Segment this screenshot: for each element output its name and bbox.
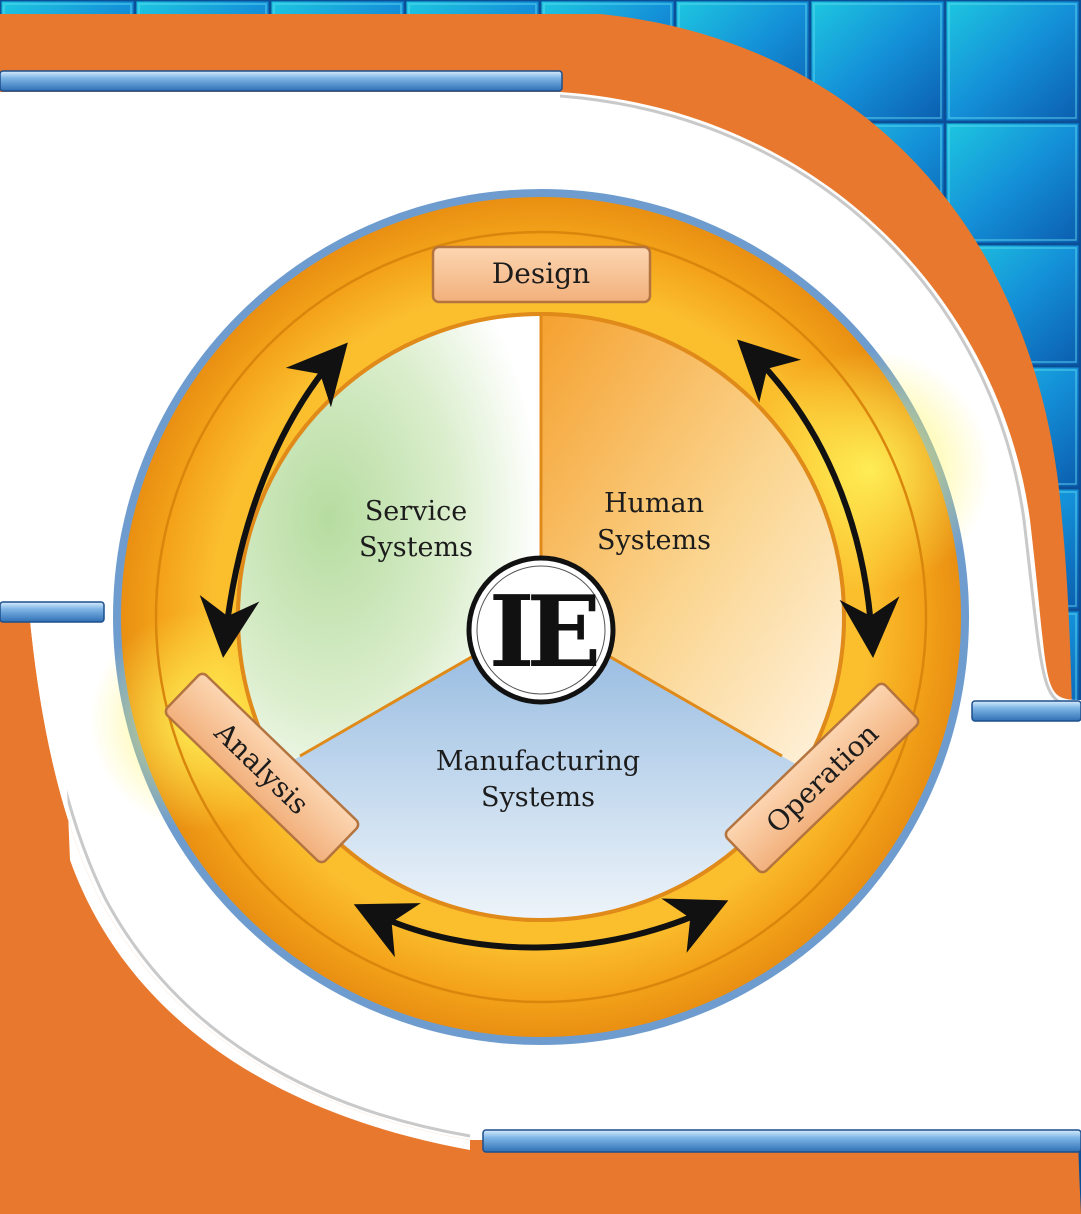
arrow-design-operation: [737, 339, 900, 658]
ie-logo: IE: [466, 555, 616, 705]
blue-bar-right: [971, 700, 1081, 722]
stage-design: Design: [431, 245, 652, 304]
service-label-line2: Systems: [359, 532, 473, 563]
arrow-design-analysis: [199, 342, 348, 658]
human-label-line1: Human: [604, 488, 704, 519]
arrow-analysis-operation: [353, 898, 729, 958]
blue-bar-left: [0, 601, 105, 623]
white-panel-edge: [559, 94, 1081, 708]
stage-design-label: Design: [492, 257, 590, 290]
blue-bar-top: [0, 70, 563, 92]
human-label-line2: Systems: [597, 525, 711, 556]
manufacturing-label-line1: Manufacturing: [436, 746, 640, 777]
ring-inner-line: [154, 230, 928, 1004]
service-label-line1: Service: [365, 496, 467, 527]
manufacturing-label-line2: Systems: [481, 782, 595, 813]
blue-bar-bottom: [482, 1129, 1081, 1153]
sector-manufacturing: [278, 617, 804, 920]
ie-logo-text: IE: [489, 575, 597, 690]
orange-accent-lower: [60, 860, 470, 1214]
cycle-arrows: [199, 339, 900, 958]
